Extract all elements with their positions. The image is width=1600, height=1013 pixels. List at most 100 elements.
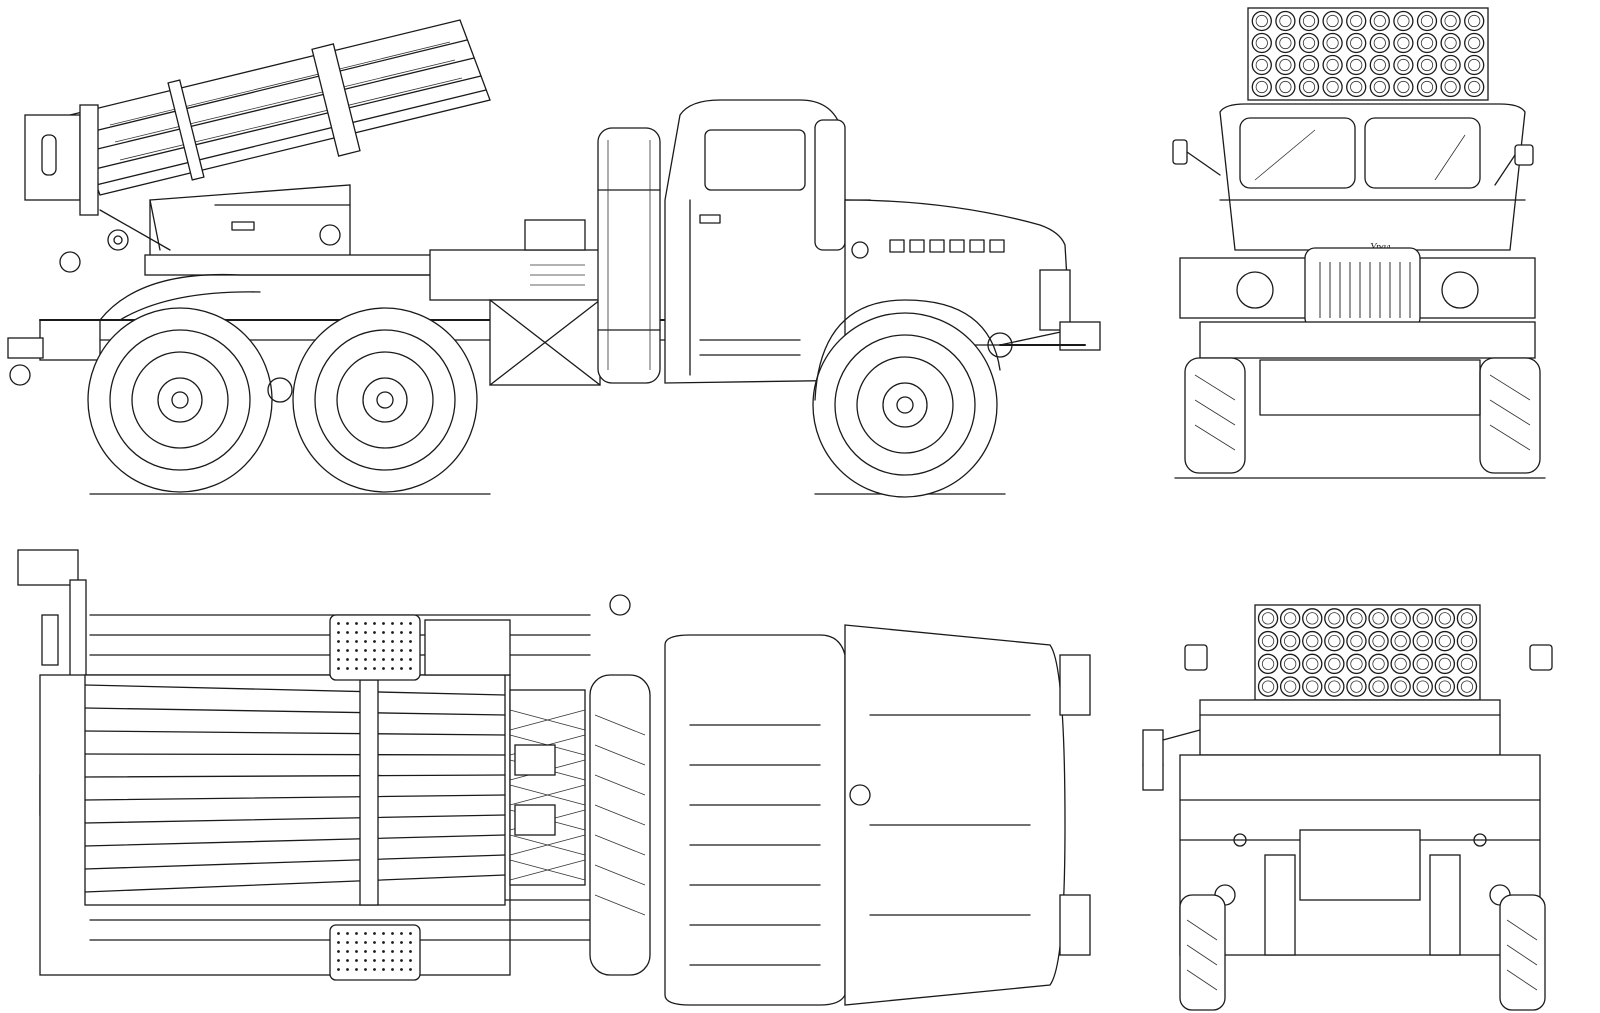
rear-tube: [1456, 676, 1478, 697]
front-tube-bore: [1468, 36, 1481, 50]
front-tube-bore: [1302, 14, 1316, 28]
hatch-dot: [337, 968, 340, 971]
front-tube: [1275, 10, 1296, 32]
rear-tube: [1412, 630, 1433, 652]
rear-tube-bore: [1306, 612, 1319, 625]
rear-tube-bore: [1438, 680, 1451, 693]
rear-tube-bore: [1372, 657, 1385, 671]
hatch-dot: [382, 968, 385, 971]
hatch-dot: [364, 631, 367, 634]
hatch-dot: [364, 932, 367, 935]
hatch-dot: [382, 667, 385, 670]
front-right-mirror: [1514, 144, 1534, 166]
rear-tube: [1368, 676, 1389, 697]
front-tube-bore: [1397, 58, 1410, 72]
rear-tube: [1257, 676, 1279, 697]
hatch-dot: [373, 941, 376, 944]
rear-tube-bore: [1438, 657, 1451, 671]
front-tube-bore: [1373, 14, 1386, 28]
rear-tube-bore: [1261, 612, 1275, 625]
hatch-dot: [355, 658, 358, 661]
hatch-dot: [409, 667, 412, 670]
rear-right-mirror: [1529, 644, 1553, 671]
rear-tube: [1412, 608, 1433, 629]
front-tube: [1440, 76, 1461, 98]
rear-tube: [1346, 676, 1367, 697]
hatch-dot: [355, 649, 358, 652]
hatch-dot: [409, 631, 412, 634]
hatch-dot: [400, 658, 403, 661]
front-tube: [1251, 76, 1272, 98]
hatch-dot: [382, 959, 385, 962]
front-tube: [1346, 32, 1367, 54]
truck-cab: [664, 99, 871, 384]
rear-left-mirror: [1184, 644, 1208, 671]
front-wheel: [812, 312, 998, 498]
rear-tube: [1279, 653, 1301, 675]
front-tube: [1440, 32, 1461, 54]
front-grille: [1179, 247, 1536, 359]
rear-tube: [1324, 608, 1345, 629]
hatch-dot: [355, 968, 358, 971]
front-tube-bore: [1255, 14, 1268, 28]
rear-tube: [1390, 676, 1411, 697]
hatch-dot: [409, 968, 412, 971]
rear-tube: [1368, 653, 1389, 675]
front-tube-bore: [1350, 58, 1363, 72]
front-tube-bore: [1373, 80, 1386, 94]
front-tube-bore: [1350, 36, 1363, 50]
hatch-dot: [391, 622, 394, 625]
rear-tube: [1456, 653, 1478, 675]
rear-tube-bore: [1416, 680, 1429, 693]
rear-tube: [1412, 653, 1433, 675]
hatch-dot: [346, 658, 349, 661]
hatch-dot: [409, 941, 412, 944]
front-tube-bore: [1279, 36, 1292, 50]
front-tube-bore: [1373, 36, 1386, 50]
hatch-dot: [391, 968, 394, 971]
front-view-drawing: Урал: [1172, 7, 1546, 479]
rear-tube: [1324, 630, 1345, 652]
rear-launcher-tubes: [1254, 604, 1481, 701]
hatch-dot: [364, 667, 367, 670]
rear-tube-bore: [1261, 657, 1275, 671]
hatch-dot: [391, 667, 394, 670]
front-tube-bore: [1255, 36, 1268, 50]
hatch-dot: [346, 968, 349, 971]
front-tube: [1298, 10, 1320, 32]
rear-tube-bore: [1394, 634, 1407, 648]
hatch-dot: [382, 622, 385, 625]
rear-tube-bore: [1284, 657, 1297, 671]
hatch-dot: [346, 959, 349, 962]
front-tube: [1464, 32, 1485, 54]
hatch-dot: [355, 622, 358, 625]
rear-tube-bore: [1438, 612, 1451, 625]
rear-tube-bore: [1372, 680, 1385, 693]
hatch-dot: [355, 631, 358, 634]
hatch-dot: [373, 622, 376, 625]
hatch-dot: [346, 667, 349, 670]
rear-wheels: [1179, 894, 1546, 1011]
front-tube: [1322, 32, 1343, 54]
hatch-dot: [337, 667, 340, 670]
front-tube-bore: [1279, 80, 1292, 94]
rear-tube: [1279, 630, 1301, 652]
top-equipment-box: [424, 619, 511, 676]
top-view: [0, 535, 1115, 1013]
hatch-dot: [364, 640, 367, 643]
hatch-dot: [346, 631, 349, 634]
hatch-dot: [373, 667, 376, 670]
hatch-dot: [400, 640, 403, 643]
hatch-dot: [391, 941, 394, 944]
hatch-dot: [355, 959, 358, 962]
front-tube-bore: [1255, 58, 1268, 72]
rear-tube: [1257, 630, 1279, 652]
front-tube: [1346, 76, 1367, 98]
hatch-dot: [373, 631, 376, 634]
side-equipment-box: [429, 219, 601, 386]
rear-fittings: [1142, 729, 1201, 791]
front-tube-bore: [1326, 14, 1339, 28]
front-tube-bore: [1468, 58, 1481, 72]
front-tube: [1322, 10, 1343, 32]
front-tube-bore: [1444, 58, 1457, 72]
